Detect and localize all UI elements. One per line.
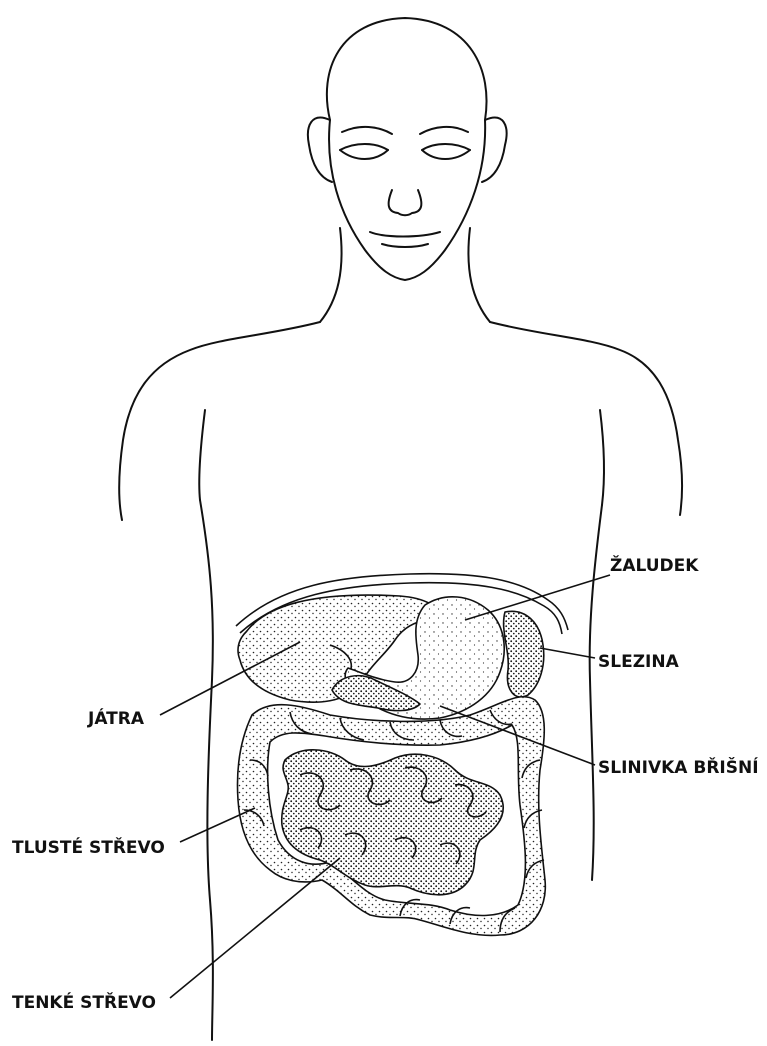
mouth (370, 232, 440, 237)
leader-spleen (540, 648, 595, 658)
organs (236, 574, 568, 936)
torso-left (200, 500, 213, 1040)
label-stomach: ŽALUDEK (610, 554, 699, 576)
spleen (504, 611, 544, 697)
left-brow (342, 127, 392, 134)
neck-left (320, 228, 342, 322)
right-armpit (600, 410, 604, 505)
lower-lip (382, 244, 428, 247)
leader-stomach (465, 575, 610, 620)
leader-small-intestine (170, 858, 340, 998)
label-spleen: SLEZINA (598, 652, 680, 672)
right-eye (422, 150, 470, 159)
nose (389, 190, 422, 215)
neck-right (468, 228, 490, 322)
left-shoulder (119, 322, 320, 520)
label-pancreas: SLINIVKA BŘIŠNÍ (598, 756, 759, 778)
left-armpit (199, 410, 205, 500)
right-eye-lid (422, 144, 470, 150)
right-shoulder (490, 322, 682, 515)
head-outline (327, 18, 487, 280)
left-eye-lid (340, 144, 388, 150)
label-large-intestine: TLUSTÉ STŘEVO (12, 836, 165, 858)
right-brow (420, 127, 468, 134)
torso-right (590, 505, 602, 880)
left-eye (340, 150, 388, 159)
label-liver: JÁTRA (87, 707, 145, 729)
label-small-intestine: TENKÉ STŘEVO (12, 991, 156, 1013)
